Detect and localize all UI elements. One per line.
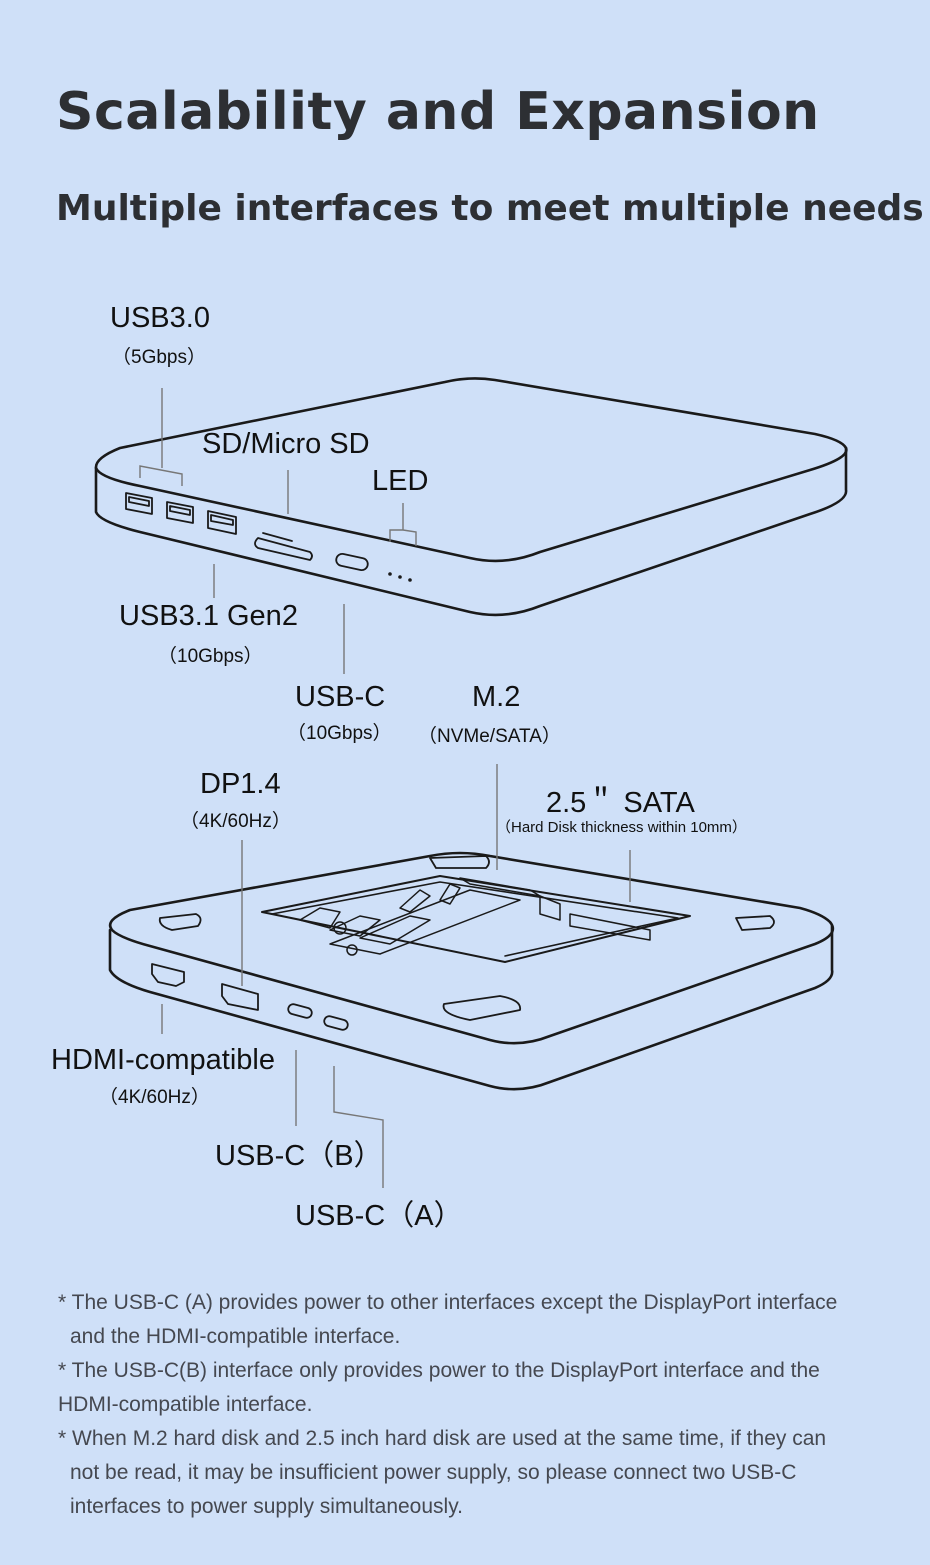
- label-usbc-b: USB-C（B）: [215, 1140, 383, 1172]
- drive-bay-opening: [261, 875, 691, 963]
- led-indicators: [388, 572, 412, 582]
- label-m2-type: （NVMe/SATA）: [418, 726, 561, 747]
- note-2-line-2: HDMI-compatible interface.: [58, 1393, 313, 1416]
- note-2-line-1: * The USB-C(B) interface only provides p…: [58, 1359, 820, 1382]
- enclosure-body: [108, 924, 834, 1091]
- label-dp-res: （4K/60Hz）: [180, 811, 291, 832]
- enclosure-top-surface: [108, 851, 835, 1045]
- label-sd: SD/Micro SD: [202, 428, 370, 460]
- label-usb31-speed: （10Gbps）: [158, 646, 263, 667]
- label-usbc: USB-C: [295, 681, 386, 713]
- bottom-leader-lines: [161, 764, 631, 1188]
- label-usb30: USB3.0: [110, 302, 210, 334]
- sd-card-slot: [254, 532, 313, 561]
- label-led: LED: [372, 465, 429, 497]
- usb30-ports: [125, 492, 237, 535]
- label-dp: DP1.4: [200, 768, 281, 800]
- displayport-port: [221, 983, 259, 1011]
- label-hdmi-res: （4K/60Hz）: [99, 1087, 210, 1108]
- top-leader-lines: [139, 388, 417, 674]
- foot-top: [429, 855, 490, 869]
- foot-left: [158, 913, 202, 931]
- label-sata: 2.5＂ SATA: [546, 787, 695, 819]
- page-subtitle: Multiple interfaces to meet multiple nee…: [56, 188, 924, 229]
- hdmi-port: [151, 963, 185, 987]
- label-sata-note: （Hard Disk thickness within 10mm）: [496, 819, 747, 836]
- note-3-line-2: not be read, it may be insufficient powe…: [70, 1461, 797, 1484]
- top-hub-body: [94, 446, 848, 617]
- label-m2: M.2: [472, 681, 521, 713]
- usb-port-1: [125, 492, 153, 515]
- label-usb31: USB3.1 Gen2: [119, 600, 298, 632]
- top-hub-top-surface: [94, 377, 848, 563]
- m2-sata-bracket: [299, 877, 651, 956]
- page-title: Scalability and Expansion: [56, 82, 820, 142]
- label-hdmi: HDMI-compatible: [51, 1044, 275, 1076]
- usb-port-3: [207, 510, 237, 535]
- footnotes: * The USB-C (A) provides power to other …: [58, 1288, 888, 1526]
- label-usbc-a: USB-C（A）: [295, 1200, 463, 1232]
- note-1-line-1: * The USB-C (A) provides power to other …: [58, 1291, 838, 1314]
- foot-front: [442, 995, 522, 1021]
- note-3-line-3: interfaces to power supply simultaneousl…: [70, 1495, 463, 1518]
- label-usb30-speed: （5Gbps）: [112, 347, 206, 368]
- label-usbc-speed: （10Gbps）: [287, 723, 392, 744]
- usbc-a-port: [323, 1015, 349, 1031]
- bottom-enclosure-device: [108, 851, 835, 1091]
- top-hub-device: [94, 377, 848, 617]
- top-usbc-port: [335, 553, 369, 571]
- note-3-line-1: * When M.2 hard disk and 2.5 inch hard d…: [58, 1427, 827, 1450]
- note-1-line-2: and the HDMI-compatible interface.: [70, 1325, 401, 1348]
- usb-port-2: [166, 501, 194, 524]
- usbc-b-port: [287, 1003, 313, 1019]
- foot-right: [735, 915, 775, 931]
